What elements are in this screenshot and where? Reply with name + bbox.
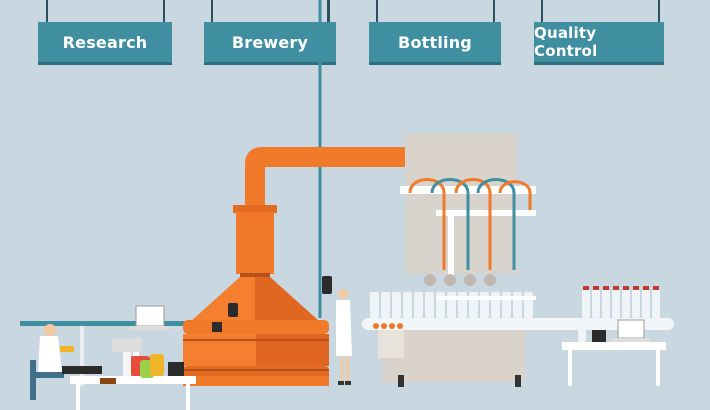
brew-kettle: [183, 212, 329, 386]
brewer-figure: [322, 276, 352, 385]
lab-samples: [100, 338, 184, 384]
sign-quality-control: Quality Control: [534, 22, 664, 62]
conveyor-belt: [362, 318, 674, 330]
orange-pipe: [233, 147, 408, 213]
hanging-wire: [163, 0, 165, 22]
qc-bottles: [582, 290, 660, 318]
scientist-figure: [30, 324, 102, 400]
hanging-wire: [211, 0, 213, 22]
bottle-guide: [436, 296, 536, 300]
sign-bottling: Bottling: [369, 22, 501, 62]
hanging-wire: [46, 0, 48, 22]
qc-table: [562, 318, 666, 386]
laptop-icon: [612, 319, 650, 342]
bottling-machine: [378, 134, 536, 387]
hanging-wire: [376, 0, 378, 22]
hanging-wire: [541, 0, 543, 22]
hanging-wire: [658, 0, 660, 22]
sign-label: Bottling: [398, 32, 472, 52]
sign-brewery: Brewery: [204, 22, 336, 62]
sign-research: Research: [38, 22, 172, 62]
bottle-row: [370, 292, 533, 318]
control-lights: [373, 323, 403, 329]
research-bench: [70, 326, 196, 410]
sign-label: Research: [62, 32, 148, 52]
bench-rail: [20, 321, 190, 326]
sign-label: Quality Control: [534, 24, 598, 60]
hanging-wire: [493, 0, 495, 22]
sign-label: Brewery: [231, 32, 309, 52]
laptop-icon: [130, 305, 170, 330]
